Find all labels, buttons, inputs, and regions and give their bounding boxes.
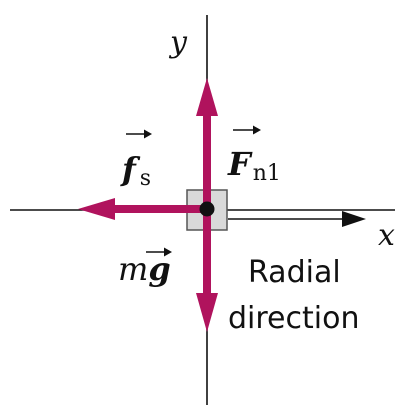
normal-symbol: F bbox=[227, 145, 253, 183]
normal-force-arrowhead bbox=[196, 78, 218, 116]
normal-vector-barhead bbox=[253, 125, 261, 135]
friction-subscript: s bbox=[140, 166, 151, 191]
x-axis-label: x bbox=[378, 218, 395, 253]
weight-prefix: m bbox=[118, 250, 148, 288]
weight-shaft bbox=[203, 210, 211, 298]
weight-vector-barhead bbox=[164, 247, 172, 257]
weight-arrowhead bbox=[196, 293, 218, 332]
normal-force-label: Fn1 bbox=[227, 145, 281, 186]
normal-force-shaft bbox=[203, 110, 211, 210]
friction-arrowhead bbox=[78, 198, 115, 220]
center-dot bbox=[199, 201, 215, 217]
normal-subscript: n1 bbox=[253, 161, 281, 186]
weight-symbol: g bbox=[148, 250, 170, 288]
caption-line-2: direction bbox=[228, 301, 359, 336]
friction-shaft bbox=[112, 205, 207, 213]
friction-symbol: f bbox=[120, 150, 141, 188]
weight-label: mg bbox=[118, 250, 171, 288]
y-axis-label: y bbox=[168, 25, 188, 60]
radial-direction-arrowhead bbox=[342, 211, 366, 227]
caption-line-1: Radial bbox=[248, 255, 341, 290]
friction-vector-barhead bbox=[144, 129, 152, 139]
